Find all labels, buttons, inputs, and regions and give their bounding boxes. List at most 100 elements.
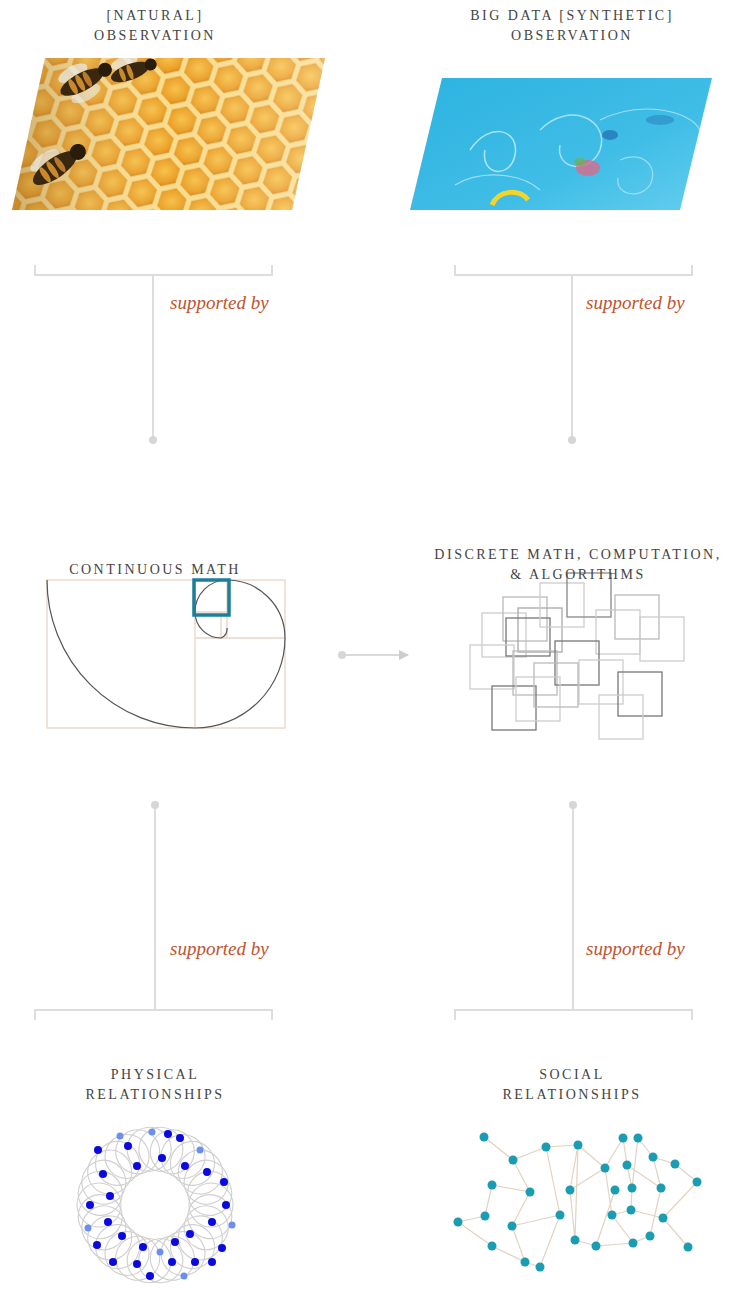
panel-heading: SOCIAL RELATIONSHIPS [487, 1065, 657, 1105]
social-network-part [508, 1222, 517, 1231]
physical-mesh-part [86, 1216, 148, 1278]
synthetic-data-image-part [540, 115, 602, 166]
support-line [571, 275, 573, 440]
overlapping-squares-part [599, 695, 643, 739]
physical-mesh-part [86, 1201, 94, 1209]
bracket-part [455, 265, 692, 275]
synthetic-data-image-part [492, 192, 528, 205]
edge-label: supported by [170, 938, 269, 960]
honeycomb-photo-part [23, 132, 90, 191]
physical-mesh-part [184, 1167, 236, 1219]
physical-mesh-part [86, 1132, 148, 1194]
social-network-part [521, 1258, 530, 1267]
synthetic-data-image-part [602, 130, 618, 140]
bracket [35, 265, 692, 1020]
bracket-part [455, 1010, 692, 1020]
support-line [572, 805, 574, 1010]
physical-mesh-part [125, 1237, 173, 1285]
physical-mesh-part [137, 1237, 185, 1285]
social-network-part [628, 1184, 637, 1193]
physical-mesh-part [153, 1223, 213, 1283]
figure-panel: DISCRETE MATH, COMPUTATION, & ALGORITHMS [408, 440, 745, 805]
heading-text: SOCIAL RELATIONSHIPS [487, 1065, 657, 1105]
physical-mesh-part [181, 1162, 189, 1170]
synthetic-data-image [400, 70, 720, 220]
physical-mesh-part [176, 1134, 184, 1142]
bracket-part [35, 1010, 272, 1020]
physical-mesh-part [203, 1168, 211, 1176]
social-network-part [646, 1232, 655, 1241]
social-network-part [649, 1153, 658, 1162]
social-network-part [509, 1156, 518, 1165]
physical-mesh-part [177, 1153, 235, 1211]
overlapping-squares-part [640, 617, 684, 661]
physical-mesh-part [99, 1170, 107, 1178]
figure-panel: BIG DATA [SYNTHETIC] OBSERVATION [422, 4, 722, 275]
social-network-part [574, 1141, 583, 1150]
social-network-part [454, 1133, 702, 1272]
overlapping-squares-part [579, 660, 623, 704]
social-network-part [556, 1211, 565, 1220]
physical-mesh-part [106, 1192, 114, 1200]
overlapping-squares [470, 573, 684, 739]
physical-mesh-part [191, 1258, 199, 1266]
panel-heading: DISCRETE MATH, COMPUTATION, & ALGORITHMS [427, 545, 729, 585]
overlapping-squares-part [516, 677, 560, 721]
physical-mesh-part [220, 1178, 228, 1186]
physical-mesh-part [86, 1130, 230, 1280]
overlapping-squares-part [540, 583, 584, 627]
physical-mesh-part [177, 1199, 235, 1257]
social-network-part [480, 1133, 489, 1142]
honeycomb-photo [0, 46, 340, 220]
social-network-part [536, 1263, 545, 1272]
physical-mesh-part [168, 1258, 176, 1266]
synthetic-data-image-part [470, 131, 516, 171]
physical-mesh-part [118, 1232, 126, 1240]
golden-spiral-part [47, 580, 285, 728]
edge-label: supported by [170, 292, 269, 314]
figure-panel: [NATURAL] OBSERVATION [5, 4, 305, 275]
social-network-part [488, 1242, 497, 1251]
social-network-part [623, 1161, 632, 1170]
physical-mesh-part [170, 1141, 231, 1202]
social-network-part [608, 1211, 617, 1220]
golden-spiral-part [194, 580, 229, 615]
physical-mesh-part [75, 1153, 133, 1211]
physical-mesh-part [157, 1249, 164, 1256]
synthetic-data-image-part [618, 157, 653, 194]
overlapping-squares-part [492, 686, 536, 730]
synthetic-data-image-part [455, 175, 540, 190]
social-network-part [657, 1184, 666, 1193]
social-network-part [454, 1218, 463, 1227]
synthetic-data-image-part [600, 109, 700, 130]
overlapping-squares-part [506, 618, 550, 656]
physical-mesh-part [149, 1129, 156, 1136]
overlapping-squares-part [513, 651, 557, 695]
social-network-part [627, 1206, 636, 1215]
social-network-part [611, 1186, 620, 1195]
physical-mesh-part [124, 1142, 132, 1150]
honeycomb-photo-part [81, 70, 94, 88]
social-network [454, 1133, 702, 1272]
panel-heading: BIG DATA [SYNTHETIC] OBSERVATION [457, 6, 687, 46]
physical-mesh-part [79, 1141, 140, 1202]
social-network-part [601, 1164, 610, 1173]
social-network-part [488, 1181, 497, 1190]
physical-mesh-part [79, 1207, 140, 1268]
connector-group [153, 275, 573, 1010]
honeycomb-photo-part [0, 50, 340, 220]
physical-mesh-part [181, 1273, 188, 1280]
edge-label: supported by [586, 938, 685, 960]
heading-text: DISCRETE MATH, COMPUTATION, & ALGORITHMS [427, 545, 729, 585]
physical-mesh-part [208, 1258, 216, 1266]
figure-panel: SOCIAL RELATIONSHIPS [422, 1010, 722, 1287]
physical-mesh-part [109, 1258, 117, 1266]
physical-mesh-part [146, 1272, 154, 1280]
physical-mesh-part [186, 1230, 194, 1238]
golden-spiral [47, 580, 285, 728]
physical-mesh-part [74, 1124, 236, 1286]
social-network-part [542, 1143, 551, 1152]
social-network-part [634, 1134, 643, 1143]
honeycomb-photo-part [108, 58, 151, 87]
